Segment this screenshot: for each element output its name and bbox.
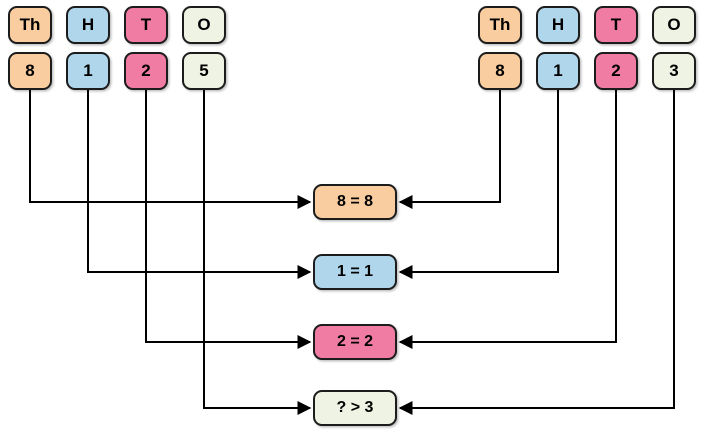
right-header-ones: O bbox=[652, 6, 696, 44]
right-header-tens: T bbox=[594, 6, 638, 44]
left-header-hundreds: H bbox=[66, 6, 110, 44]
left-digit-ones: 5 bbox=[182, 52, 226, 90]
right-header-hundreds: H bbox=[536, 6, 580, 44]
left-header-ones: O bbox=[182, 6, 226, 44]
comparison-ones: ? > 3 bbox=[313, 390, 397, 426]
comparison-tens: 2 = 2 bbox=[313, 324, 397, 360]
arrow-left-ones bbox=[203, 90, 312, 415]
right-digit-thousands: 8 bbox=[478, 52, 522, 90]
arrow-right-ones bbox=[398, 90, 675, 415]
arrow-left-hundreds bbox=[87, 90, 312, 279]
left-digit-hundreds: 1 bbox=[66, 52, 110, 90]
left-header-thousands: Th bbox=[8, 6, 52, 44]
left-header-tens: T bbox=[124, 6, 168, 44]
left-digit-thousands: 8 bbox=[8, 52, 52, 90]
left-digit-tens: 2 bbox=[124, 52, 168, 90]
comparison-thousands: 8 = 8 bbox=[313, 184, 397, 220]
arrow-left-tens bbox=[145, 90, 312, 349]
right-header-thousands: Th bbox=[478, 6, 522, 44]
arrow-right-thousands bbox=[398, 90, 501, 209]
right-digit-tens: 2 bbox=[594, 52, 638, 90]
right-digit-hundreds: 1 bbox=[536, 52, 580, 90]
arrow-right-tens bbox=[398, 90, 617, 349]
right-digit-ones: 3 bbox=[652, 52, 696, 90]
comparison-hundreds: 1 = 1 bbox=[313, 254, 397, 290]
arrow-left-thousands bbox=[29, 90, 312, 209]
arrow-right-hundreds bbox=[398, 90, 559, 279]
